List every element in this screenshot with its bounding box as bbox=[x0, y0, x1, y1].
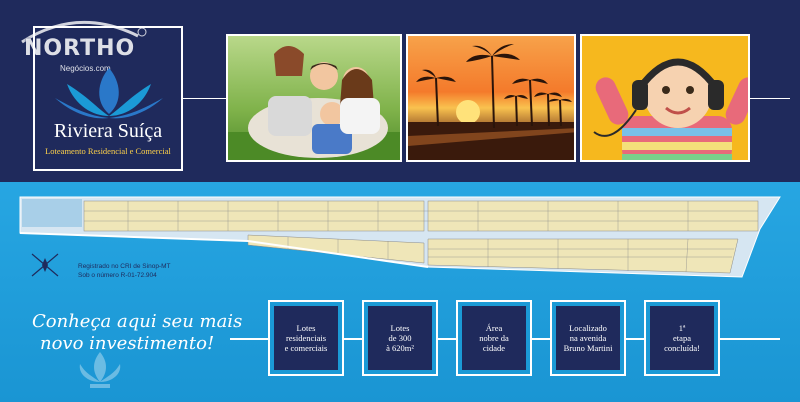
feature-text: Lotes residenciais e comerciais bbox=[274, 306, 338, 370]
feature-text: 1ª etapa concluída! bbox=[650, 306, 714, 370]
feature-card: Localizado na avenida Bruno Martini bbox=[550, 300, 626, 376]
brand-tagline: Loteamento Residencial e Comercial bbox=[45, 146, 171, 156]
baby-headphones-image bbox=[593, 58, 748, 160]
lotus-icon bbox=[55, 68, 163, 119]
feature-text: Lotes de 300 à 620m² bbox=[368, 306, 432, 370]
connector-line bbox=[183, 98, 226, 99]
feature-text: Área nobre da cidade bbox=[462, 306, 526, 370]
registry-note: Registrado no CRI de Sinop-MT Sob o núme… bbox=[78, 262, 171, 280]
feature-card: Área nobre da cidade bbox=[456, 300, 532, 376]
family-photo bbox=[226, 34, 402, 162]
feature-card: Lotes de 300 à 620m² bbox=[362, 300, 438, 376]
feature-card: 1ª etapa concluída! bbox=[644, 300, 720, 376]
fleur-de-lis-icon bbox=[79, 352, 121, 388]
watermark-subtitle: Negócios.com bbox=[60, 64, 111, 73]
slogan-line: Conheça aqui seu mais bbox=[32, 311, 243, 332]
baby-headphones-photo bbox=[580, 34, 750, 162]
brand-name: Riviera Suíça bbox=[53, 120, 163, 142]
sunset-palms-photo bbox=[406, 34, 576, 162]
family-photo-image bbox=[228, 46, 400, 160]
registry-line: Registrado no CRI de Sinop-MT bbox=[78, 263, 171, 270]
registry-line: Sob o número R-01-72.904 bbox=[78, 272, 157, 279]
slogan-line: novo investimento! bbox=[40, 333, 215, 354]
feature-card: Lotes residenciais e comerciais bbox=[268, 300, 344, 376]
compass-icon bbox=[31, 253, 59, 277]
slogan: Conheça aqui seu mais novo investimento! bbox=[32, 311, 242, 355]
sunset-palms-image bbox=[408, 44, 574, 160]
feature-text: Localizado na avenida Bruno Martini bbox=[556, 306, 620, 370]
connector-line bbox=[750, 98, 790, 99]
lot-map bbox=[19, 196, 781, 278]
watermark-title: NORTHO bbox=[24, 36, 136, 61]
brand-logo: Riviera Suíça Loteamento Residencial e C… bbox=[33, 26, 183, 171]
